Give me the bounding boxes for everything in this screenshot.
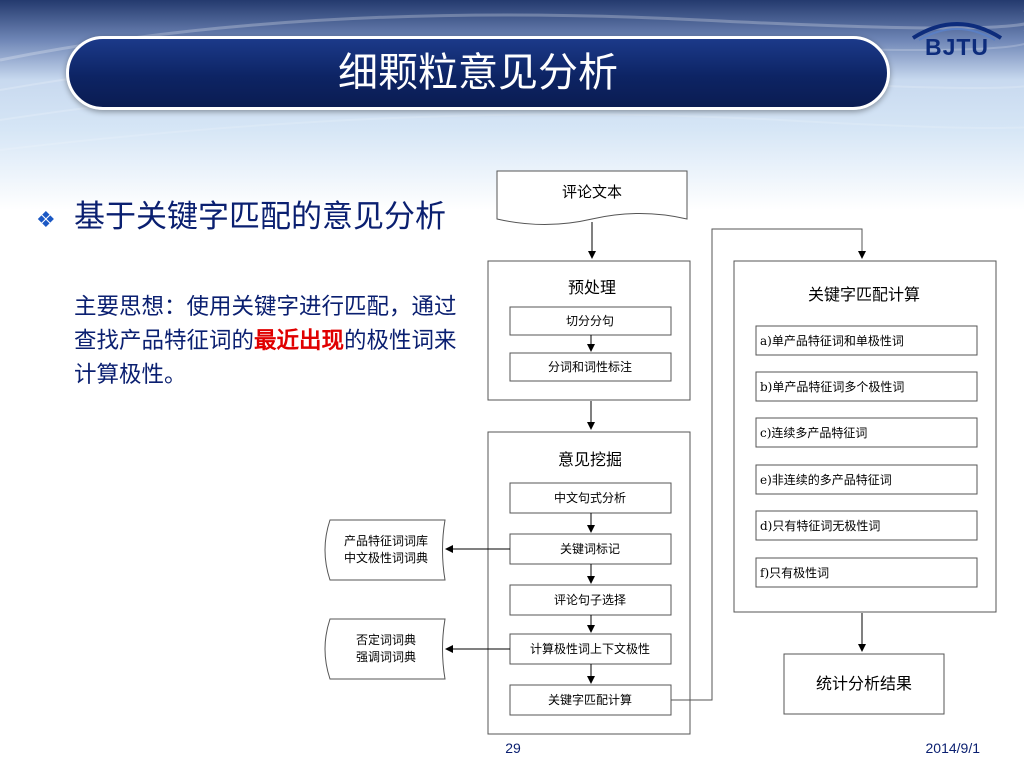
logo-text: BJTU	[924, 34, 990, 60]
case-box	[755, 557, 978, 588]
mining-step-box	[509, 482, 672, 514]
case-label: d)只有特征词无极性词	[760, 518, 880, 533]
slide-date: 2014/9/1	[925, 740, 981, 756]
main-idea-highlight: 最近出现	[254, 328, 345, 354]
case-box	[755, 510, 978, 541]
mining-title: 意见挖掘	[558, 450, 622, 469]
dictionary-label: 否定词词典	[356, 632, 416, 647]
mining-step-label: 计算极性词上下文极性	[530, 641, 650, 656]
mining-step-box	[509, 684, 672, 716]
preprocess-step-label: 分词和词性标注	[548, 359, 632, 374]
case-box	[755, 464, 978, 495]
keyword-calc-title: 关键字匹配计算	[808, 285, 920, 304]
case-box	[755, 371, 978, 402]
mining-step-label: 关键词标记	[560, 542, 620, 556]
dictionary-label: 强调词词典	[356, 650, 416, 664]
preprocess-step-label: 切分分句	[566, 314, 614, 328]
case-label: e)非连续的多产品特征词	[760, 472, 892, 487]
preprocess-title: 预处理	[568, 278, 616, 297]
page-number: 29	[505, 740, 521, 756]
case-box	[755, 325, 978, 356]
case-label: a)单产品特征词和单极性词	[760, 333, 904, 348]
result-box	[783, 653, 945, 715]
mining-step-box	[509, 584, 672, 616]
mining-step-label: 中文句式分析	[554, 490, 626, 505]
mining-step-box	[509, 533, 672, 565]
main-idea-part: 主要思想：使用关键字进行匹配，通过查找产品特征词的	[74, 294, 457, 354]
mining-step-label: 关键字匹配计算	[548, 692, 632, 707]
case-label: b)单产品特征词多个极性词	[760, 379, 904, 394]
case-box	[755, 417, 978, 448]
dictionary-label: 中文极性词词典	[344, 550, 428, 565]
bullet-heading: 基于关键字匹配的意见分析	[74, 199, 446, 235]
result-label: 统计分析结果	[816, 674, 912, 693]
mining-step-label: 评论句子选择	[554, 593, 626, 607]
title-bar: 细颗粒意见分析	[66, 36, 890, 110]
connector-line	[671, 228, 866, 701]
main-idea-part: 的极性词来计算极性。	[74, 328, 457, 388]
slide-title: 细颗粒意见分析	[338, 50, 618, 96]
preprocess-step-box	[509, 352, 672, 382]
dictionary-label: 产品特征词词库	[344, 533, 428, 548]
main-idea-text: 主要思想：使用关键字进行匹配，通过查找产品特征词的最近出现的极性词来计算极性。	[74, 290, 474, 392]
input-document-shape	[496, 170, 688, 225]
diamond-bullet-icon: ❖	[36, 208, 56, 233]
dictionary-shape	[324, 519, 446, 581]
case-label: f)只有极性词	[760, 566, 829, 580]
bjtu-logo-icon	[911, 22, 1003, 41]
mining-step-box	[509, 633, 672, 665]
case-label: c)连续多产品特征词	[760, 425, 867, 440]
input-document-label: 评论文本	[562, 183, 622, 201]
dictionary-shape	[324, 618, 446, 680]
